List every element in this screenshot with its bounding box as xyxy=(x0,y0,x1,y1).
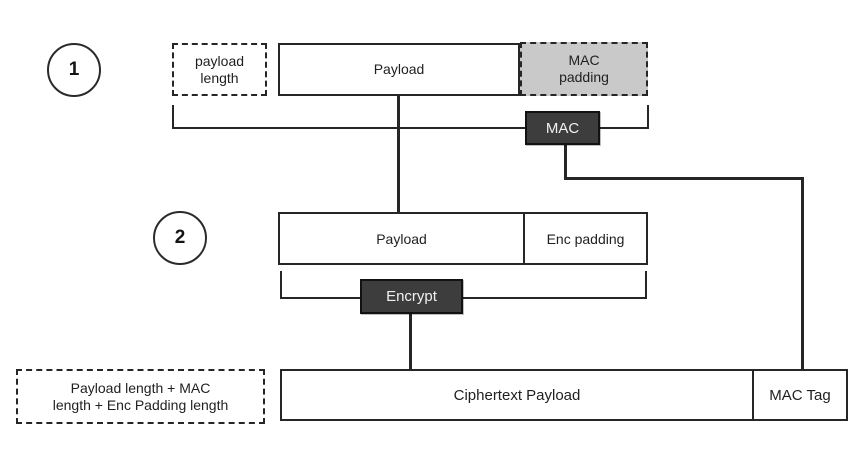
ciphertext-payload-label: Ciphertext Payload xyxy=(453,386,581,404)
payload-to-step2-connector xyxy=(397,95,400,214)
mac-function-label: MAC xyxy=(545,119,580,137)
step-1-badge: 1 xyxy=(47,43,101,97)
step-2-badge: 2 xyxy=(153,211,207,265)
step-1-number: 1 xyxy=(68,59,80,80)
mac-tag-cell: MAC Tag xyxy=(752,371,846,419)
mac-padding-line1: MAC xyxy=(568,52,600,69)
enc-padding-label: Enc padding xyxy=(546,230,625,247)
step1-bracket-left xyxy=(172,105,174,129)
step1-payload-box: Payload xyxy=(278,43,520,96)
payload-length-line1: payload xyxy=(194,52,245,69)
step1-payload-label: Payload xyxy=(373,61,425,78)
mac-function-box: MAC xyxy=(525,111,600,145)
mac-output-connector-horizontal xyxy=(564,177,804,180)
step2-bracket-right xyxy=(645,271,647,299)
mac-padding-line2: padding xyxy=(559,69,609,85)
mac-tag-label: MAC Tag xyxy=(769,386,831,404)
mac-output-connector-vertical xyxy=(564,144,567,180)
step1-bracket-horizontal xyxy=(172,127,649,129)
step2-record-box: Payload Enc padding xyxy=(278,212,648,265)
encrypt-to-ciphertext-connector xyxy=(409,312,412,371)
enc-padding-cell: Enc padding xyxy=(523,214,646,263)
total-length-note-box: Payload length + MAC length + Enc Paddin… xyxy=(16,369,265,424)
mac-output-to-tag-connector xyxy=(801,177,804,371)
total-length-note-line2: length + Enc Padding length xyxy=(52,396,229,413)
step2-bracket-horizontal xyxy=(280,297,647,299)
payload-length-box: payload length xyxy=(172,43,267,96)
payload-length-line2: length xyxy=(200,69,239,86)
step-2-number: 2 xyxy=(174,227,186,248)
output-record-box: Ciphertext Payload MAC Tag xyxy=(280,369,848,421)
encrypt-function-box: Encrypt xyxy=(360,279,463,314)
total-length-note-line1: Payload length + MAC xyxy=(70,379,211,396)
step2-payload-label: Payload xyxy=(376,230,427,247)
step1-bracket-right xyxy=(647,105,649,129)
mac-padding-box: MAC padding xyxy=(520,42,648,96)
encrypt-function-label: Encrypt xyxy=(386,288,437,305)
step2-payload-cell: Payload xyxy=(280,214,523,263)
step2-bracket-left xyxy=(280,271,282,299)
ciphertext-payload-cell: Ciphertext Payload xyxy=(282,371,752,419)
